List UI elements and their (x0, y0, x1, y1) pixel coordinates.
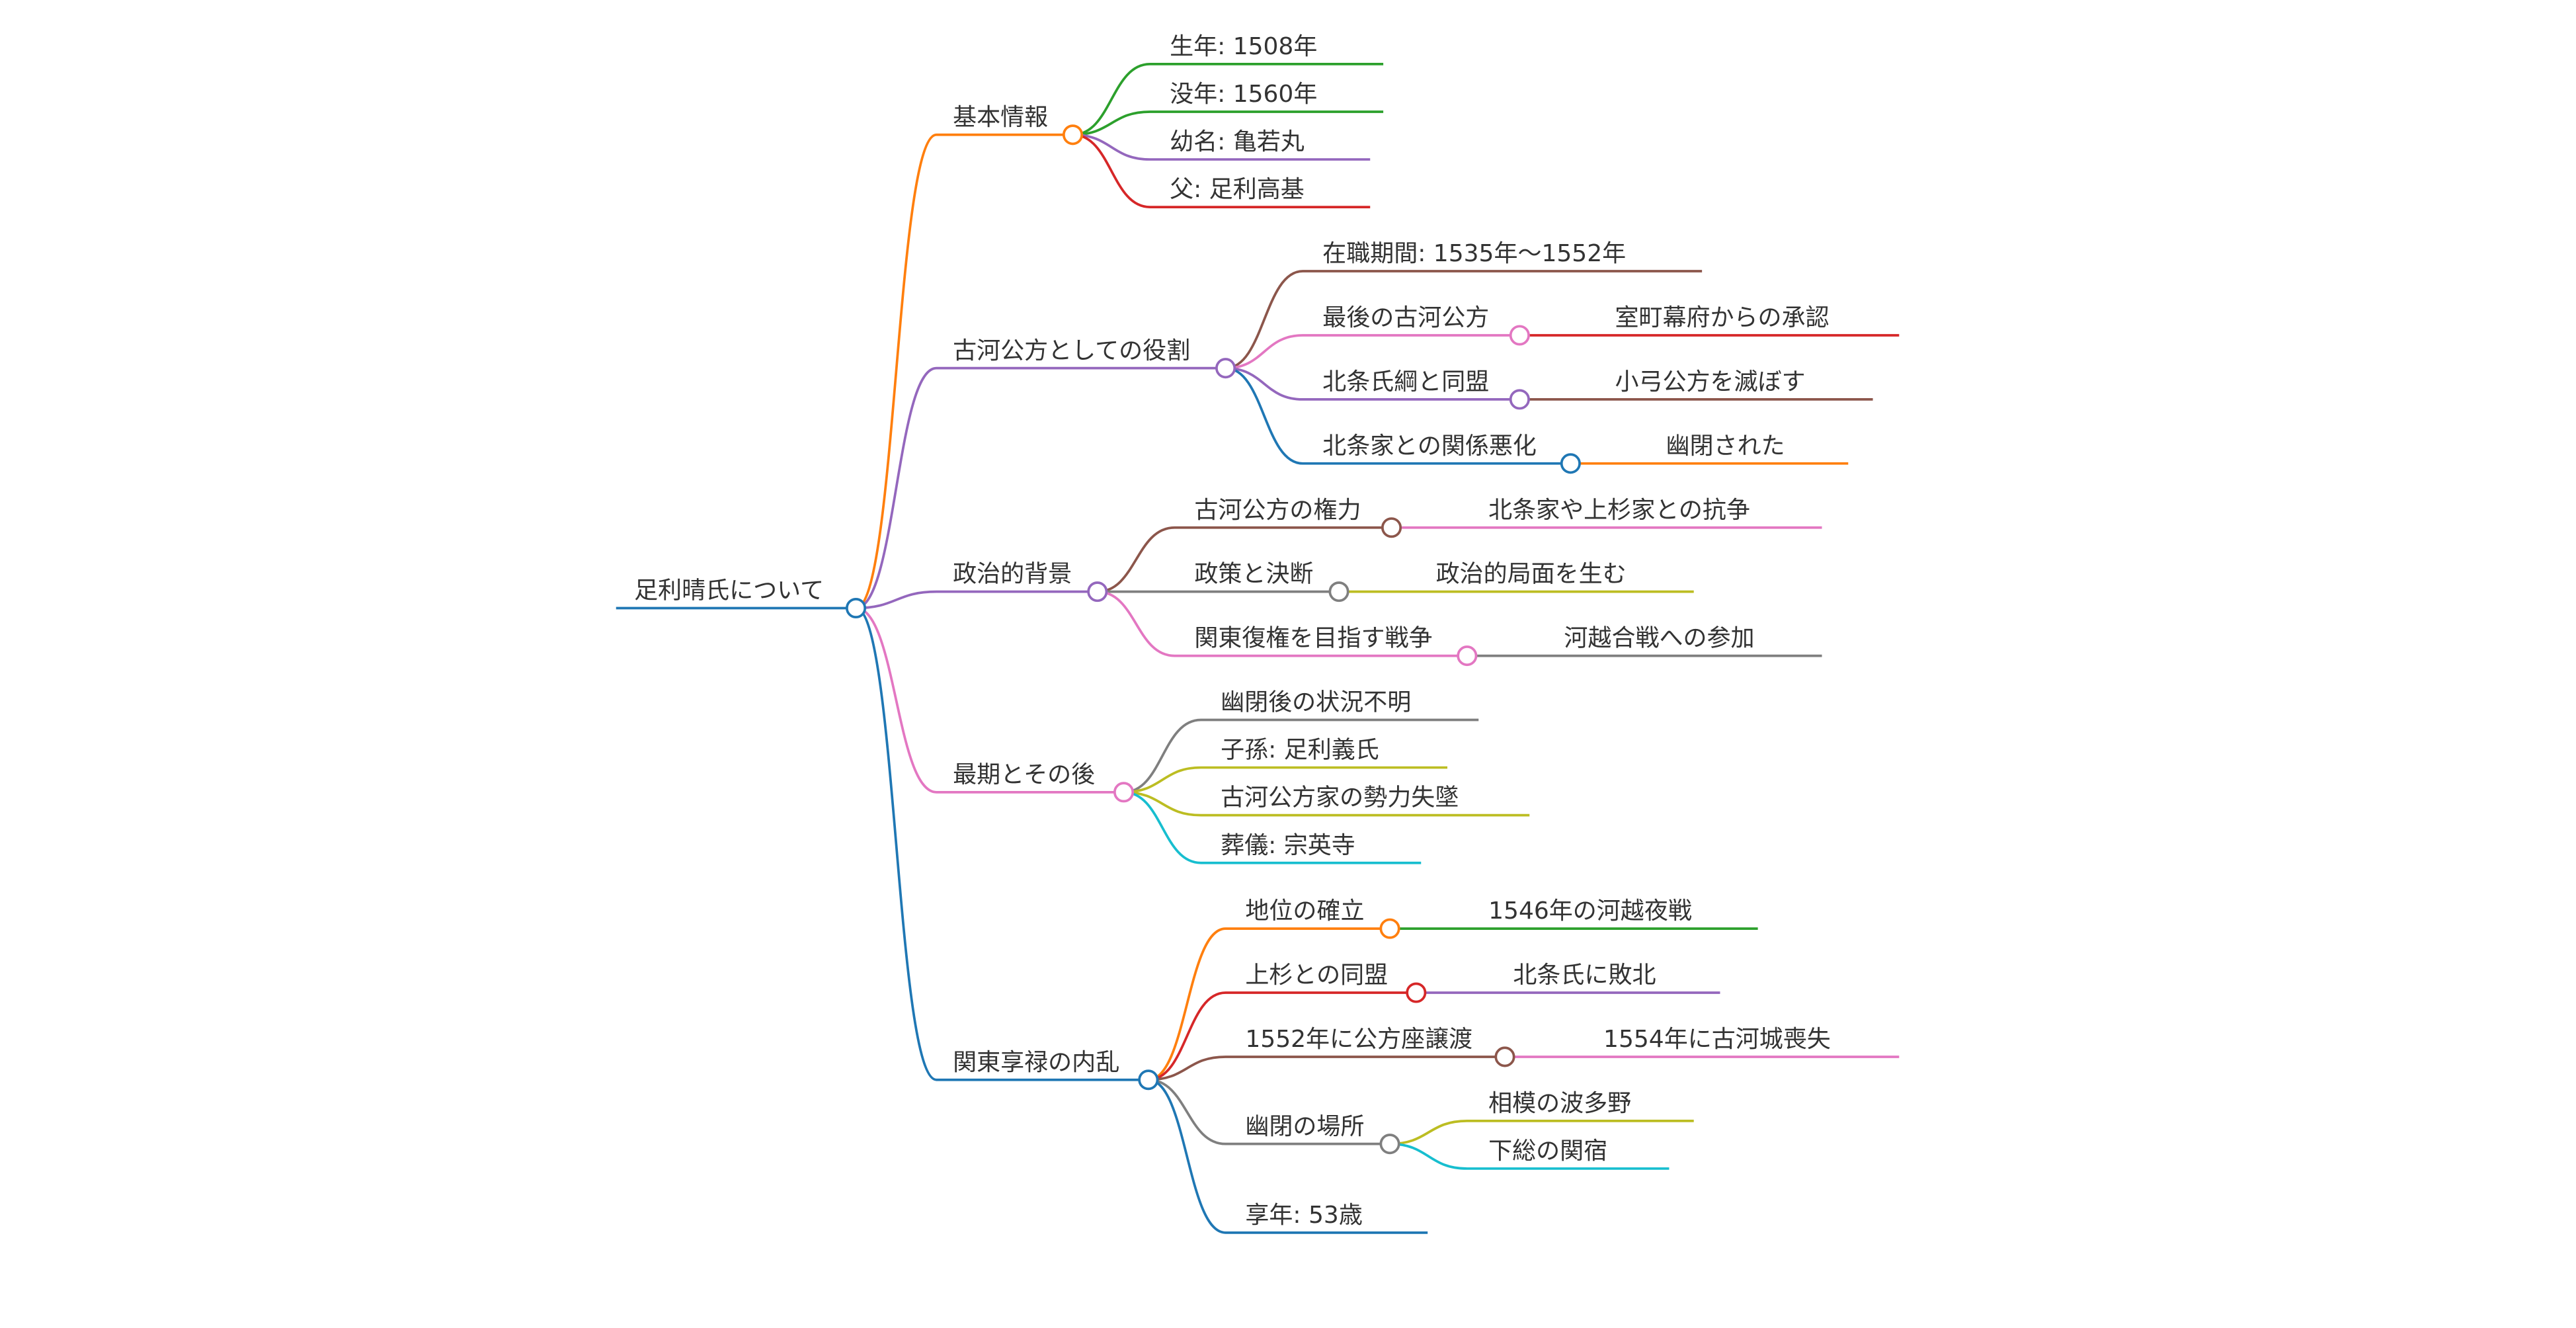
node-label[interactable]: 政治的背景 (953, 561, 1072, 588)
branch-line (1123, 718, 1479, 794)
node-label[interactable]: 政策と決断 (1194, 561, 1313, 588)
node-label[interactable]: 北条家や上杉家との抗争 (1488, 497, 1750, 524)
node-label[interactable]: 古河公方の権力 (1194, 497, 1361, 524)
branch-line (1072, 63, 1384, 136)
branch-line (1225, 366, 1571, 465)
node-label[interactable]: 古河公方としての役割 (953, 337, 1190, 364)
branch-line (1148, 1056, 1505, 1081)
node-label[interactable]: 相模の波多野 (1488, 1090, 1631, 1117)
node-label[interactable]: 上杉との同盟 (1245, 962, 1388, 989)
branch-line (1148, 1078, 1428, 1234)
branch-line (1148, 1078, 1390, 1145)
branch-line (1225, 334, 1520, 370)
node-label[interactable]: 幽閉された (1666, 433, 1785, 460)
branch-line (1097, 590, 1467, 657)
node-label[interactable]: 幽閉の場所 (1245, 1113, 1364, 1140)
branch-line (1123, 790, 1530, 817)
branch-line (1072, 133, 1371, 161)
node-label[interactable]: 古河公方家の勢力失墜 (1221, 784, 1459, 811)
branch-line (1123, 790, 1422, 864)
node-label[interactable]: 北条家との関係悪化 (1322, 433, 1537, 460)
node-label[interactable]: 1554年に古河城喪失 (1603, 1026, 1831, 1053)
branch-line (1072, 133, 1371, 208)
node-label[interactable]: 小弓公方を滅ぼす (1615, 368, 1805, 395)
node-label[interactable]: 政治的局面を生む (1436, 561, 1627, 588)
collapse-toggle-circle[interactable] (1215, 358, 1236, 379)
node-label[interactable]: 葬儀: 宗英寺 (1221, 832, 1355, 859)
node-label[interactable]: 最期とその後 (953, 761, 1095, 788)
node-label[interactable]: 1546年の河越夜戦 (1488, 897, 1692, 925)
branch-line (1225, 366, 1520, 401)
collapse-toggle-circle[interactable] (1087, 581, 1108, 602)
node-label[interactable]: 基本情報 (953, 104, 1048, 131)
node-label[interactable]: 父: 足利高基 (1170, 176, 1305, 203)
node-label[interactable]: 1552年に公方座譲渡 (1245, 1026, 1472, 1053)
node-label[interactable]: 河越合戦への参加 (1564, 625, 1754, 652)
node-label[interactable]: 享年: 53歳 (1245, 1202, 1362, 1229)
collapse-toggle-circle[interactable] (1560, 453, 1581, 474)
collapse-toggle-circle[interactable] (1379, 1134, 1400, 1155)
branch-line (1123, 766, 1448, 794)
collapse-toggle-circle[interactable] (1328, 581, 1349, 602)
collapse-toggle-circle[interactable] (1406, 982, 1427, 1003)
branch-line (856, 366, 1226, 610)
collapse-toggle-circle[interactable] (1113, 782, 1135, 803)
branch-line (855, 606, 1148, 1081)
branch-line (1148, 927, 1390, 1081)
collapse-toggle-circle[interactable] (1138, 1069, 1159, 1091)
node-label[interactable]: 生年: 1508年 (1170, 33, 1317, 60)
node-label[interactable]: 幽閉後の状況不明 (1221, 689, 1411, 716)
branch-line (1390, 1142, 1670, 1170)
branch-line (855, 133, 1073, 610)
node-label[interactable]: 足利晴氏について (634, 577, 824, 604)
branch-line (1225, 270, 1703, 370)
node-label[interactable]: 在職期間: 1535年～1552年 (1322, 240, 1626, 267)
node-label[interactable]: 幼名: 亀若丸 (1170, 128, 1305, 155)
branch-line (856, 590, 1098, 610)
node-label[interactable]: 子孫: 足利義氏 (1221, 737, 1379, 764)
node-label[interactable]: 北条氏に敗北 (1513, 962, 1656, 989)
branch-line (1148, 991, 1416, 1081)
collapse-toggle-circle[interactable] (1457, 645, 1478, 667)
collapse-toggle-circle[interactable] (1509, 325, 1530, 346)
node-label[interactable]: 地位の確立 (1245, 897, 1364, 925)
collapse-toggle-circle[interactable] (1062, 124, 1084, 145)
collapse-toggle-circle[interactable] (1494, 1046, 1515, 1067)
collapse-toggle-circle[interactable] (1379, 918, 1400, 939)
collapse-toggle-circle[interactable] (845, 597, 867, 619)
collapse-toggle-circle[interactable] (1381, 517, 1402, 538)
node-label[interactable]: 室町幕府からの承認 (1615, 304, 1829, 331)
node-label[interactable]: 没年: 1560年 (1170, 81, 1317, 108)
collapse-toggle-circle[interactable] (1509, 389, 1530, 410)
node-label[interactable]: 北条氏綱と同盟 (1322, 368, 1489, 395)
node-label[interactable]: 下総の関宿 (1488, 1138, 1607, 1165)
branch-line (1390, 1120, 1694, 1145)
branch-line (856, 606, 1124, 794)
branch-line (1072, 110, 1384, 136)
node-label[interactable]: 関東復権を目指す戦争 (1194, 625, 1432, 652)
node-label[interactable]: 関東享禄の内乱 (953, 1049, 1119, 1076)
node-label[interactable]: 最後の古河公方 (1322, 304, 1489, 331)
branch-line (1097, 526, 1392, 593)
